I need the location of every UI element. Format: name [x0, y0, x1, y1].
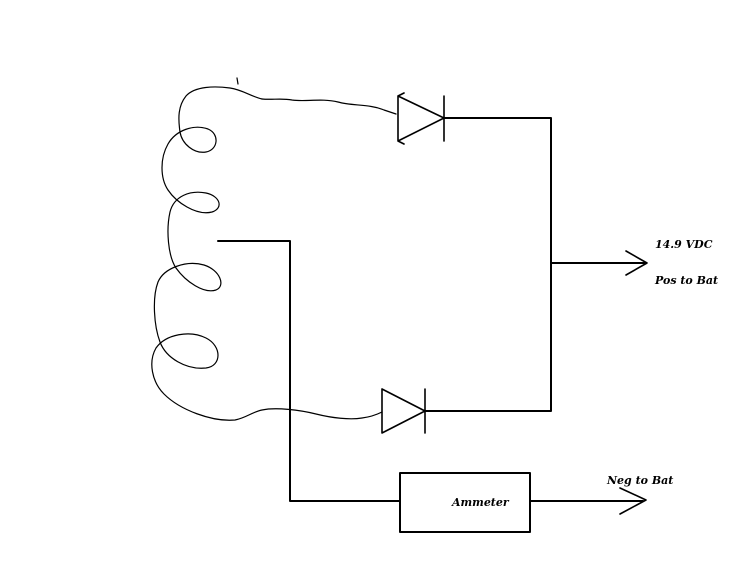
lower-diode	[381, 388, 426, 434]
negative-arrowhead	[619, 487, 647, 515]
ammeter-box	[399, 472, 531, 533]
positive-terminal-label: Pos to Bat	[655, 274, 719, 287]
ammeter-label: Ammeter	[452, 496, 509, 509]
negative-terminal-label: Neg to Bat	[607, 474, 674, 487]
upper-diode	[397, 92, 445, 145]
center-tap-wire	[217, 240, 401, 502]
voltage-label: 14.9 VDC	[655, 238, 713, 251]
positive-arrowhead	[625, 250, 648, 276]
upper-lead	[261, 98, 397, 115]
transformer-coil	[151, 77, 383, 421]
positive-bus	[424, 117, 552, 412]
